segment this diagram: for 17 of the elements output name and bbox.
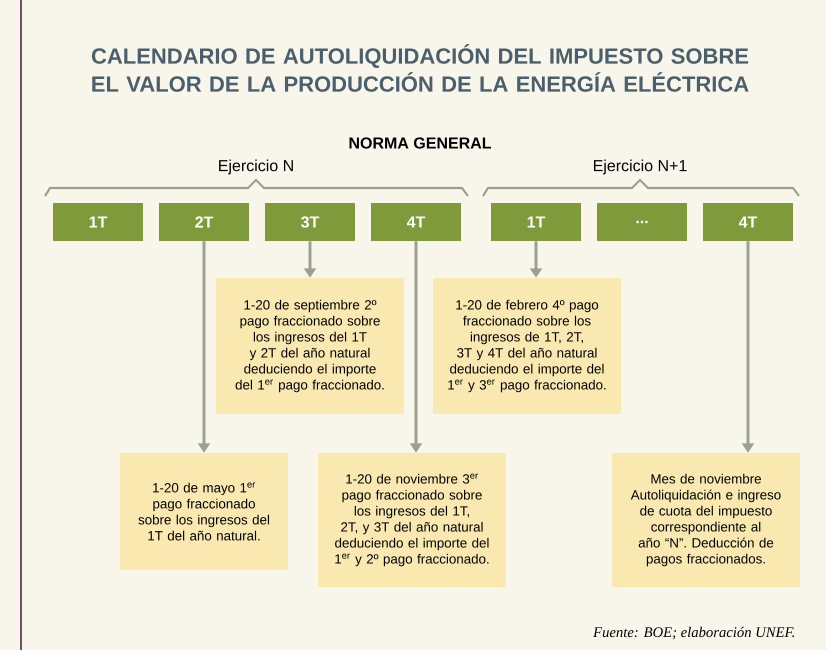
source-note: Fuente: BOE; elaboración UNEF.: [593, 626, 794, 640]
period-label: Ejercicio N+1: [594, 160, 687, 174]
quarter-box: 4T: [371, 203, 461, 241]
quarter-box: 3T: [265, 203, 355, 241]
quarter-box: 1T: [491, 203, 581, 241]
note-box: Mes de noviembre Autoliquidación e ingreso de cuota del impuesto correspondiente al año “N”. Deducción de pagos fraccionados.: [612, 453, 800, 587]
period-label: Ejercicio N: [219, 160, 293, 174]
note-box: 1-20 de septiembre 2º pago fraccionado sobre los ingresos del 1T y 2T del año natural deduciendo el importe del 1$^{er}$ pago fraccionado.: [216, 278, 404, 414]
quarter-box: 2T: [159, 203, 249, 241]
note-box: 1-20 de noviembre 3$^{er}$ pago fraccionado sobre los ingresos del 1T, 2T, y 3T del año natural deduciendo el importe del 1$^{er}$ y 2º pago fraccionado.: [318, 453, 506, 587]
note-box: 1-20 de febrero 4º pago fraccionado sobre los ingresos de 1T, 2T, 3T y 4T del año natural deduciendo el importe del 1$^{er}$ y 3$^{er}$ pago fraccionado.: [433, 278, 621, 414]
title: CALENDARIO DE AUTOLIQUIDACIÓN DEL IMPUESTO SOBRE EL VALOR DE LA PRODUCCIÓN DE LA ENERGÍA ELÉCTRICA: [92, 44, 749, 92]
quarter-box: 1T: [53, 203, 143, 241]
quarter-box: 4T: [703, 203, 793, 241]
note-box: 1-20 de mayo 1$^{er}$ pago fraccionado sobre los ingresos del 1T del año natural.: [120, 452, 288, 570]
section-heading: NORMA GENERAL: [350, 137, 492, 149]
quarter-box: ...: [597, 203, 687, 241]
